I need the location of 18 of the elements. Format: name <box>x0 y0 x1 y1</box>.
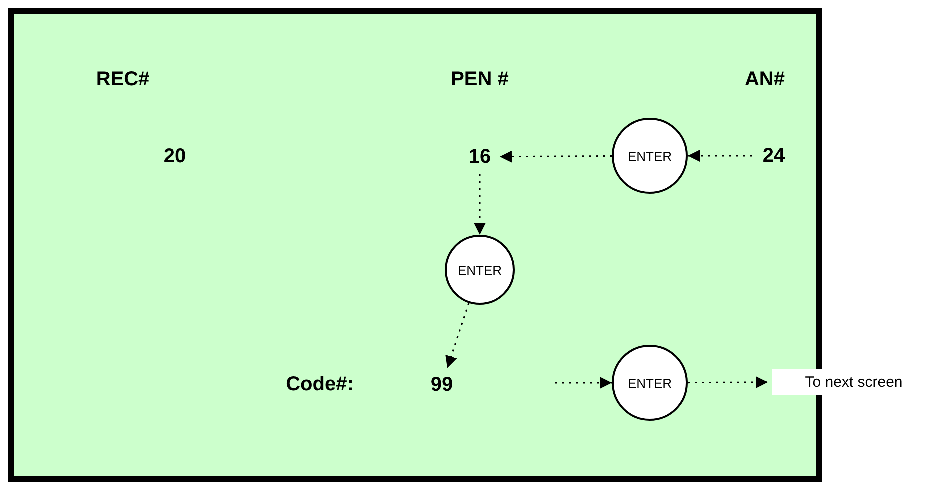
arrow <box>446 303 470 368</box>
screen-panel <box>8 8 822 482</box>
column-label: PEN # <box>451 68 509 92</box>
arrow <box>555 377 612 389</box>
arrow <box>474 174 486 235</box>
arrow <box>688 376 768 388</box>
enter-circle: ENTER <box>612 345 688 421</box>
column-label: REC# <box>96 68 150 92</box>
column-label: Code#: <box>286 374 354 396</box>
value-text: 16 <box>464 144 496 170</box>
arrow <box>500 150 612 163</box>
enter-circle: ENTER <box>445 235 515 305</box>
enter-circle: ENTER <box>612 118 688 194</box>
value-text: 24 <box>756 143 792 169</box>
arrow <box>688 150 752 162</box>
value-text: 99 <box>424 372 460 398</box>
column-label: 20 <box>164 146 186 168</box>
column-label: AN# <box>745 68 785 92</box>
